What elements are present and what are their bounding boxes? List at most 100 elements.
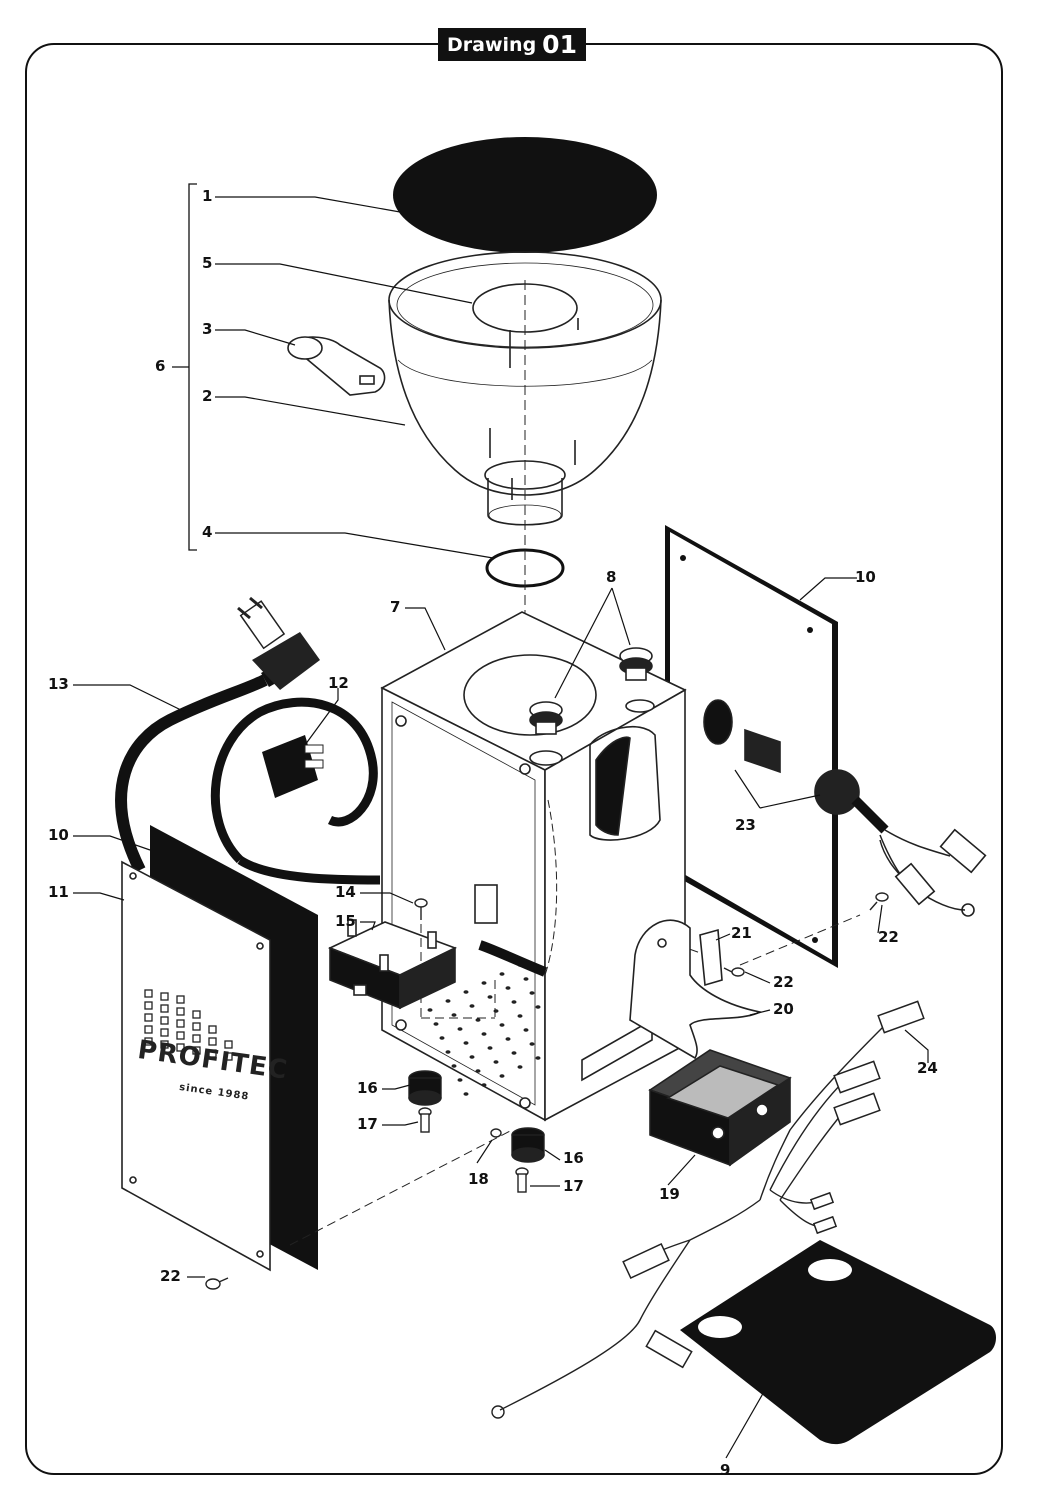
vent-hole xyxy=(463,990,469,994)
vent-hole xyxy=(511,1000,517,1004)
callout-label: 11 xyxy=(48,883,69,901)
callout-label: 13 xyxy=(48,675,69,693)
logo-square xyxy=(144,1025,153,1034)
cable-gland xyxy=(703,699,987,917)
vent-hole xyxy=(451,1064,457,1068)
callout-label: 5 xyxy=(202,254,213,272)
callout-label: 22 xyxy=(160,1267,181,1285)
logo-square xyxy=(160,1028,169,1037)
logo-square xyxy=(192,1022,201,1031)
push-button-front xyxy=(529,701,563,735)
display-module xyxy=(648,1049,792,1167)
hopper-lid xyxy=(393,137,657,253)
logo-square xyxy=(224,1052,233,1061)
logo-square xyxy=(176,1043,185,1052)
vent-hole xyxy=(517,1014,523,1018)
logo-square xyxy=(192,1046,201,1055)
vent-hole xyxy=(481,1032,487,1036)
vent-hole xyxy=(481,981,487,985)
callout-label: 12 xyxy=(328,674,349,692)
front-cover-plate xyxy=(121,860,271,1272)
logo-square xyxy=(144,989,153,998)
logo-square xyxy=(160,1004,169,1013)
logo-square xyxy=(224,1040,233,1049)
vent-hole xyxy=(517,1065,523,1069)
power-cord xyxy=(115,596,320,873)
relay-block xyxy=(327,919,458,1010)
vent-hole xyxy=(463,1092,469,1096)
logo-square xyxy=(160,1016,169,1025)
logo-square xyxy=(208,1049,217,1058)
callout-label: 21 xyxy=(731,924,752,942)
vent-hole xyxy=(499,1023,505,1027)
group-bracket xyxy=(188,183,197,551)
vent-hole xyxy=(505,986,511,990)
drawing-title-badge: Drawing 01 xyxy=(438,28,586,61)
vent-hole xyxy=(445,1050,451,1054)
power-switch xyxy=(210,697,381,885)
vent-hole xyxy=(487,995,493,999)
callout-label: 3 xyxy=(202,320,213,338)
callout-label: 1 xyxy=(202,187,213,205)
callout-label: 4 xyxy=(202,523,213,541)
drawing-title-number: 01 xyxy=(542,30,577,59)
callout-label: 10 xyxy=(48,826,69,844)
callout-label: 7 xyxy=(390,598,401,616)
vent-hole xyxy=(499,972,505,976)
callout-label: 18 xyxy=(468,1170,489,1188)
vent-hole xyxy=(469,1004,475,1008)
vent-hole xyxy=(529,991,535,995)
callout-label: 22 xyxy=(773,973,794,991)
callout-label: 23 xyxy=(735,816,756,834)
vent-hole xyxy=(493,1060,499,1064)
vent-hole xyxy=(481,1083,487,1087)
callout-label: 22 xyxy=(878,928,899,946)
callout-label: 8 xyxy=(606,568,617,586)
rubber-foot-left xyxy=(408,1070,442,1106)
internal-chute xyxy=(544,799,558,976)
callout-label: 16 xyxy=(563,1149,584,1167)
vent-hole xyxy=(475,1069,481,1073)
bracket-screw xyxy=(723,967,745,977)
callout-label: 20 xyxy=(773,1000,794,1018)
vent-hole xyxy=(535,1005,541,1009)
harness-connectors xyxy=(622,1000,925,1369)
vent-hole xyxy=(475,1018,481,1022)
panel-screw-right xyxy=(869,892,889,911)
logo-square xyxy=(208,1037,217,1046)
logo-square xyxy=(144,1013,153,1022)
vent-hole xyxy=(463,1041,469,1045)
callout-label: 10 xyxy=(855,568,876,586)
vent-hole xyxy=(427,1008,433,1012)
callout-label: 17 xyxy=(357,1115,378,1133)
callout-label: 14 xyxy=(335,883,356,901)
callout-label: 2 xyxy=(202,387,213,405)
logo-square xyxy=(144,1037,153,1046)
logo-square xyxy=(160,992,169,1001)
logo-square xyxy=(176,1007,185,1016)
vent-hole xyxy=(523,1028,529,1032)
rubber-foot-right xyxy=(511,1127,545,1163)
logo-square xyxy=(192,1010,201,1019)
vent-hole xyxy=(457,1027,463,1031)
callout-label: 9 xyxy=(720,1461,731,1479)
logo-square xyxy=(176,1031,185,1040)
vent-hole xyxy=(433,1022,439,1026)
wiring-harness xyxy=(491,1019,891,1419)
drawing-title-word: Drawing xyxy=(447,33,537,56)
slide-gate xyxy=(287,336,386,396)
push-button-rear xyxy=(619,647,653,681)
vent-hole xyxy=(523,977,529,981)
logo-square xyxy=(176,1019,185,1028)
foot-screws xyxy=(205,1107,529,1290)
callout-label: 19 xyxy=(659,1185,680,1203)
vent-hole xyxy=(511,1051,517,1055)
vent-hole xyxy=(451,1013,457,1017)
vent-hole xyxy=(493,1009,499,1013)
housing-vent-holes xyxy=(427,963,541,1096)
vent-hole xyxy=(469,1055,475,1059)
vent-hole xyxy=(487,1046,493,1050)
internal-cable xyxy=(478,940,547,977)
vent-hole xyxy=(499,1074,505,1078)
logo-square xyxy=(208,1025,217,1034)
